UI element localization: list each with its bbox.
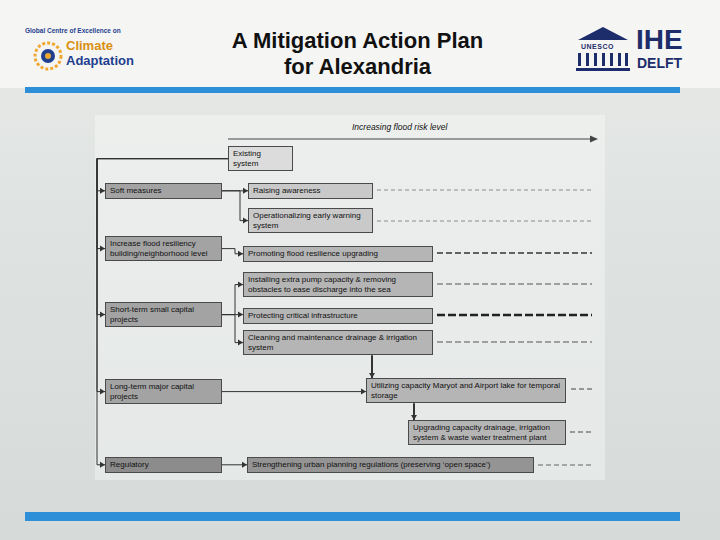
risk-arrow xyxy=(228,136,598,143)
box-text: Strengthening urban planning regulations… xyxy=(252,460,529,470)
logo-word: Climate xyxy=(66,38,113,53)
action-box: Raising awareness xyxy=(248,183,373,199)
box-text: Raising awareness xyxy=(253,186,368,196)
action-box: Increase flood resiliency building/neigh… xyxy=(105,236,222,261)
axis-label: Increasing flood risk level xyxy=(352,122,447,132)
header-rule xyxy=(25,87,680,93)
action-box: Utilizing capacity Maryot and Airport la… xyxy=(366,378,566,403)
connector xyxy=(222,389,366,395)
action-box: Operationalizing early warning system xyxy=(248,208,373,233)
box-text: Installing extra pump capacity & removin… xyxy=(248,275,428,294)
action-box: Protecting critical infrastructure xyxy=(243,308,433,324)
start-box: Existing system xyxy=(228,146,293,171)
action-box: Soft measures xyxy=(105,183,222,199)
action-box: Cleaning and maintenance drainage & irri… xyxy=(243,330,433,355)
connector xyxy=(369,355,375,378)
slide-title: A Mitigation Action Plan for Alexandria xyxy=(220,28,495,81)
logo-word: Adaptation xyxy=(66,53,134,68)
footer-bar xyxy=(25,512,680,521)
box-text: Regulatory xyxy=(110,460,217,470)
risk-lines xyxy=(377,190,592,465)
box-text: Operationalizing early warning system xyxy=(253,211,368,230)
action-box: Regulatory xyxy=(105,457,222,473)
box-text: Increase flood resiliency building/neigh… xyxy=(110,239,217,258)
action-box: Short-term small capital projects xyxy=(105,302,222,327)
connector xyxy=(97,159,228,395)
connector xyxy=(222,315,243,346)
logo-word: DELFT xyxy=(637,56,682,70)
logo-word: IHE xyxy=(636,26,683,54)
connector xyxy=(97,159,228,318)
header-ground xyxy=(0,0,720,88)
action-box: Upgrading capacity drainage, irrigation … xyxy=(408,420,566,445)
box-text: Upgrading capacity drainage, irrigation … xyxy=(413,423,561,442)
action-box: Installing extra pump capacity & removin… xyxy=(243,272,433,297)
action-box: Promoting flood resilience upgrading xyxy=(243,246,433,262)
unesco-logo xyxy=(576,27,630,71)
connector xyxy=(222,249,243,257)
connector xyxy=(222,462,247,468)
connector xyxy=(411,403,417,420)
box-text: Promoting flood resilience upgrading xyxy=(248,249,428,259)
box-text: Short-term small capital projects xyxy=(110,305,217,324)
climate-icon xyxy=(35,43,61,69)
action-box: Long-term major capital projects xyxy=(105,379,222,404)
box-text: Protecting critical infrastructure xyxy=(248,311,428,321)
diagram-ground xyxy=(95,115,605,480)
box-text: Cleaning and maintenance drainage & irri… xyxy=(248,333,428,352)
connector xyxy=(222,282,243,315)
logo-tagline: Global Centre of Excellence on xyxy=(25,27,121,34)
box-text: Soft measures xyxy=(110,186,217,196)
box-text: Long-term major capital projects xyxy=(110,382,217,401)
logo-word: UNESCO xyxy=(581,43,614,50)
action-box: Strengthening urban planning regulations… xyxy=(247,457,534,473)
box-text: Utilizing capacity Maryot and Airport la… xyxy=(371,381,561,400)
box-text: Existing system xyxy=(233,149,288,168)
connector xyxy=(222,191,248,224)
connector xyxy=(97,159,228,468)
